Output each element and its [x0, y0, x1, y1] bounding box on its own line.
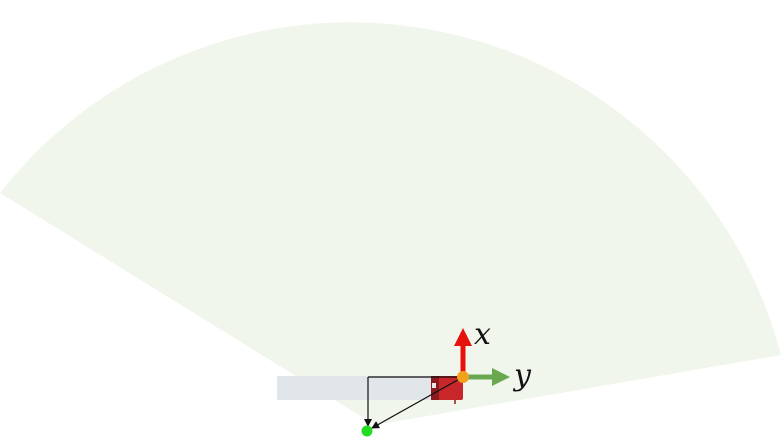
x-axis-arrow — [454, 328, 472, 377]
target-point-icon — [361, 425, 373, 437]
x-axis-label: x — [474, 317, 491, 352]
rail-bar — [277, 376, 437, 400]
origin-point-icon — [457, 371, 469, 383]
y-axis-arrow — [463, 368, 510, 386]
y-axis-label: y — [512, 358, 532, 393]
field-of-view-sector — [0, 22, 781, 425]
diagonal-vector-arrow — [371, 376, 464, 429]
vehicle-detail — [432, 383, 436, 388]
